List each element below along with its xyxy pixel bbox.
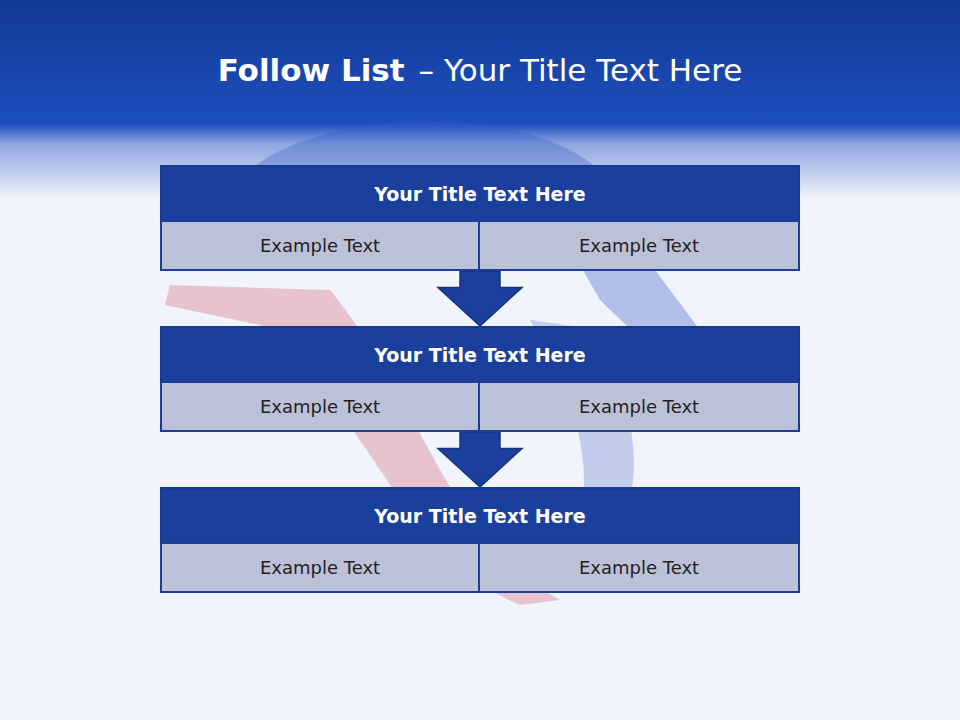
cell-text: Example Text bbox=[252, 396, 388, 417]
detail-cell: Example Text bbox=[160, 220, 480, 271]
step-box: Your Title Text HereExample Text Example … bbox=[160, 326, 800, 432]
cell-text: Example Text bbox=[252, 235, 388, 256]
detail-cell: Example Text bbox=[160, 381, 480, 432]
detail-cell: Example Text bbox=[160, 542, 480, 593]
subtitle-text: – Your Title Text Here bbox=[419, 52, 743, 88]
step-box: Your Title Text HereExample Text Example … bbox=[160, 487, 800, 593]
step-title: Your Title Text Here bbox=[162, 489, 798, 544]
step-title: Your Title Text Here bbox=[162, 167, 798, 222]
title-text: Follow List bbox=[218, 52, 405, 88]
step-title: Your Title Text Here bbox=[162, 328, 798, 383]
cell-text: Example Text bbox=[571, 235, 707, 256]
cell-text: Example Text bbox=[571, 557, 707, 578]
page-title: Follow List – Your Title Text Here bbox=[0, 52, 960, 88]
detail-cell: Example Text bbox=[478, 220, 800, 271]
detail-cell: Example Text bbox=[478, 381, 800, 432]
flow-arrow bbox=[438, 432, 522, 487]
detail-cell: Example Text bbox=[478, 542, 800, 593]
flow-arrow bbox=[438, 271, 522, 326]
step-box: Your Title Text HereExample Text Example … bbox=[160, 165, 800, 271]
cell-text: Example Text bbox=[252, 557, 388, 578]
cell-text: Example Text bbox=[571, 396, 707, 417]
